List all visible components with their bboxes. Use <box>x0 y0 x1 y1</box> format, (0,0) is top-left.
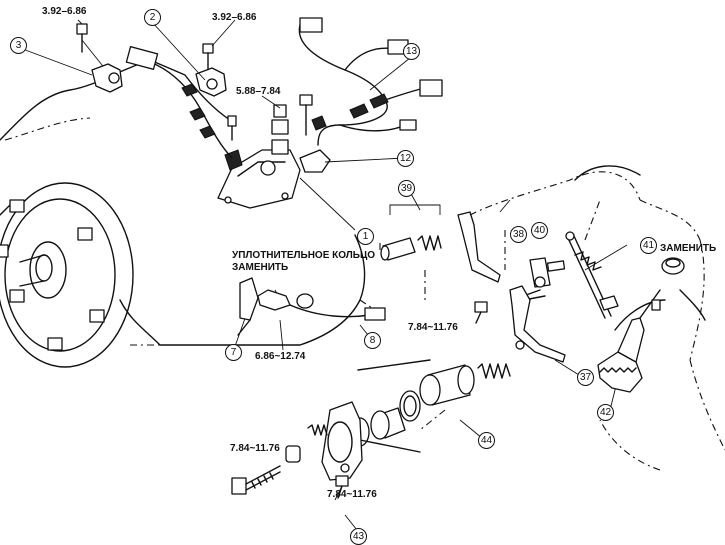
center-dashed-lines <box>379 199 601 431</box>
callout-3: 3 <box>10 37 27 54</box>
right-case-outline <box>469 171 725 471</box>
switch-harness <box>149 61 233 159</box>
washer-stack <box>227 104 289 155</box>
callout-37: 37 <box>577 369 594 386</box>
manual-lever-12 <box>299 149 331 173</box>
lever-37 <box>509 285 566 363</box>
seal-note-line2: ЗАМЕНИТЬ <box>232 262 289 273</box>
pin-and-spring <box>380 235 442 261</box>
callout-38: 38 <box>510 226 527 243</box>
callout-43: 43 <box>350 528 367 545</box>
switch-connector <box>125 45 159 71</box>
callout-41: 41 <box>640 237 657 254</box>
parking-rod <box>565 231 619 319</box>
callout-1: 1 <box>357 228 374 245</box>
harness-13 <box>298 17 443 146</box>
sensor-mid <box>195 67 227 97</box>
callout-42: 42 <box>597 404 614 421</box>
sensor-left <box>91 63 123 93</box>
bolt-top-center <box>299 94 313 136</box>
seal-note-line1: УПЛОТНИТЕЛЬНОЕ КОЛЬЦО <box>232 250 376 261</box>
torque-converter <box>0 182 134 368</box>
callout-8: 8 <box>364 332 381 349</box>
bolt-top-mid <box>202 43 214 71</box>
bolt-lower-left <box>231 465 281 495</box>
callout-39: 39 <box>398 180 415 197</box>
torque-label: 5.88–7.84 <box>236 86 281 97</box>
bolt-mid-right <box>474 301 488 324</box>
bolt-lower-mid <box>335 475 349 499</box>
detent-lever <box>457 211 501 283</box>
case-dashed-boundary <box>4 117 376 346</box>
torque-label: 7.84~11.76 <box>327 489 377 500</box>
speed-sensor-7 <box>237 277 259 336</box>
replace-note: ЗАМЕНИТЬ <box>660 243 717 254</box>
callout-13: 13 <box>403 43 420 60</box>
servo-cover <box>285 401 363 481</box>
callout-7: 7 <box>225 344 242 361</box>
torque-label: 7.84~11.76 <box>230 443 280 454</box>
torque-label: 3.92–6.86 <box>212 12 257 23</box>
torque-label: 7.84~11.76 <box>408 322 458 333</box>
torque-label: 6.86~12.74 <box>255 351 306 362</box>
oil-seal-right <box>661 257 685 275</box>
inhibitor-switch <box>217 149 301 209</box>
speed-sensor-8 <box>257 289 386 321</box>
callout-44: 44 <box>478 432 495 449</box>
callout-40: 40 <box>531 222 548 239</box>
bracket-39 <box>389 204 441 215</box>
torque-label: 3.92–6.86 <box>42 6 87 17</box>
callout-2: 2 <box>144 9 161 26</box>
callout-12: 12 <box>397 150 414 167</box>
manual-plate <box>597 289 661 393</box>
parking-pawl-parts <box>523 257 566 301</box>
